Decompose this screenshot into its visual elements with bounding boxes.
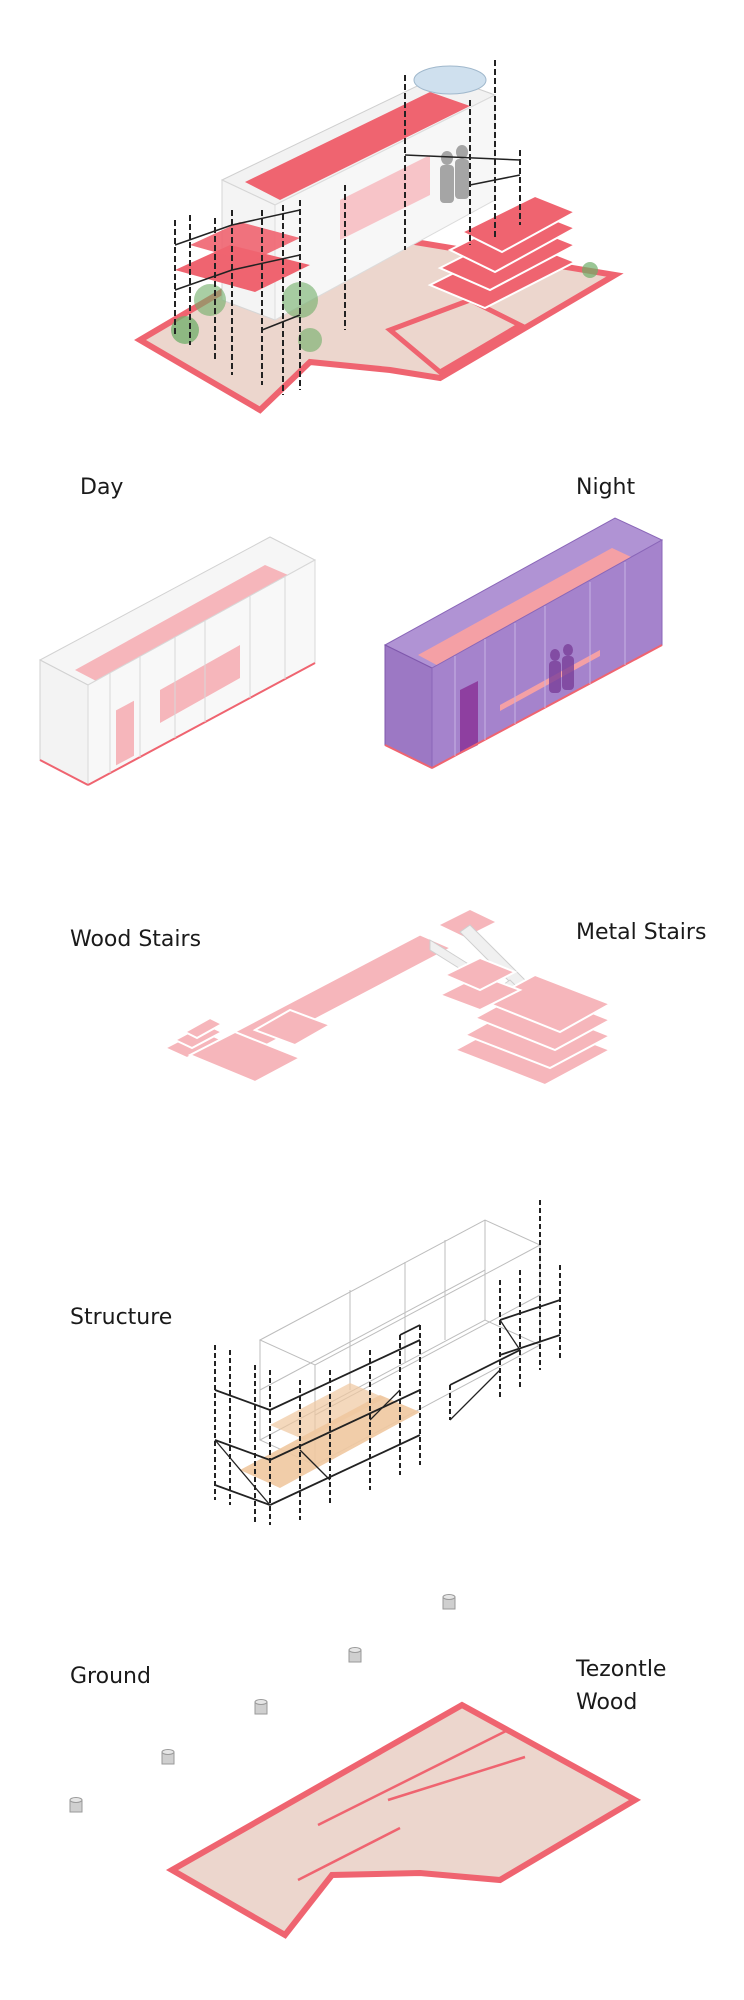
label-day: Day <box>80 475 124 500</box>
night-roof-pink <box>418 548 642 670</box>
main-slab-left-2 <box>190 222 300 262</box>
footing-4 <box>161 1749 175 1765</box>
night-figures <box>549 644 574 693</box>
plant-1 <box>171 316 199 344</box>
main-window-recess <box>340 155 430 240</box>
wood-step-3 <box>182 1016 225 1040</box>
label-metal-stairs: Metal Stairs <box>576 920 707 945</box>
day-container <box>38 536 317 786</box>
main-container-roof-red <box>245 92 470 200</box>
metal-platform-6 <box>442 956 518 992</box>
structure-wood-deck-1 <box>240 1395 420 1488</box>
plant-5 <box>582 262 598 278</box>
structure-dark-verticals <box>214 1200 561 1525</box>
structure-diagonals <box>214 1319 521 1506</box>
label-structure: Structure <box>70 1305 173 1330</box>
wood-mid-slab <box>252 1008 333 1047</box>
people-figures <box>440 145 469 203</box>
plant-2 <box>194 284 226 316</box>
day-window <box>160 645 240 723</box>
main-skylight <box>413 65 487 95</box>
wood-lower-slab <box>187 1030 303 1084</box>
day-base-line <box>39 759 89 786</box>
footing-2 <box>348 1647 362 1663</box>
night-door <box>460 681 478 754</box>
ground-diagram <box>69 1594 642 1939</box>
ground-slot-2 <box>387 1755 526 1802</box>
upper-landing <box>440 910 495 937</box>
footing-5 <box>69 1797 83 1813</box>
plant-4 <box>298 328 322 352</box>
label-wood: Wood <box>576 1690 638 1715</box>
footing-3 <box>254 1699 268 1715</box>
main-scaffold <box>174 60 521 395</box>
main-slab-left-1 <box>175 245 310 292</box>
label-night: Night <box>576 475 636 500</box>
label-ground: Ground <box>70 1664 151 1689</box>
footing-1 <box>442 1594 456 1610</box>
main-ground-annex <box>385 297 526 376</box>
stairs-diagram <box>162 910 613 1087</box>
structure-wood-deck-2 <box>270 1383 385 1440</box>
structure-diagram <box>214 1200 561 1525</box>
label-tezontle: Tezontle <box>576 1657 667 1682</box>
ground-slab <box>165 1701 642 1939</box>
main-axonometric <box>134 60 624 414</box>
ground-slot-3 <box>297 1826 401 1882</box>
wood-long-slab <box>218 934 452 1054</box>
main-step-4 <box>459 194 578 254</box>
structure-dark-ledgers <box>214 1299 561 1506</box>
day-roof-pink <box>75 565 295 684</box>
ground-slot-1 <box>317 1728 509 1827</box>
night-container <box>383 517 664 769</box>
main-scaffold-ledgers <box>174 154 521 331</box>
label-wood-stairs: Wood Stairs <box>70 927 202 952</box>
day-door <box>116 700 134 766</box>
